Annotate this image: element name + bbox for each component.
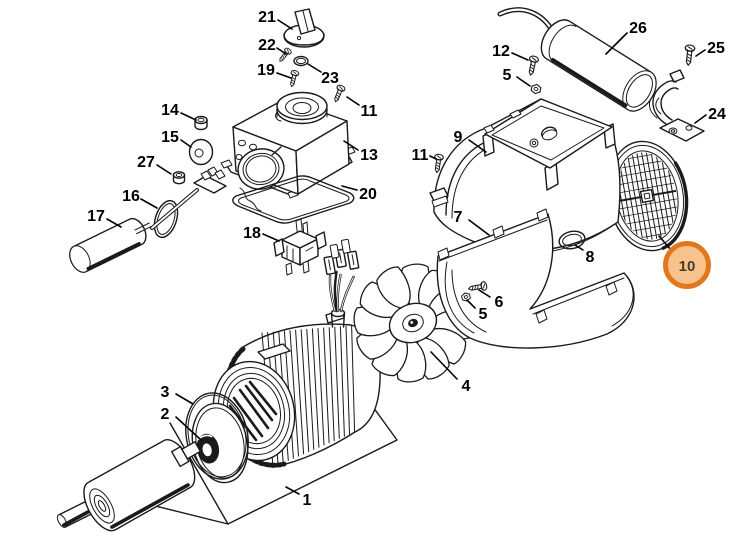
callout-10[interactable]: 10: [679, 258, 696, 275]
callout-17: 17: [87, 208, 122, 228]
svg-text:2: 2: [161, 406, 170, 423]
callout-18: 18: [243, 225, 280, 242]
part-9-upper-housing-shell: [429, 98, 621, 255]
svg-text:6: 6: [495, 294, 504, 311]
callout-15: 15: [161, 129, 192, 148]
part-10-fan-grille: [606, 140, 689, 252]
part-4-fan: [353, 263, 473, 383]
callout-13: 13: [343, 140, 378, 164]
callout-23: 23: [307, 63, 339, 87]
part-3-o-ring-large: [185, 392, 249, 480]
svg-text:11: 11: [412, 147, 429, 164]
svg-text:15: 15: [161, 129, 179, 146]
callouts: 21 22 19 23 11 14 15 27 16 17 13 20 18 1…: [87, 9, 726, 509]
part-17-capacitor: [69, 166, 227, 273]
part-16-ring: [153, 199, 179, 239]
svg-text:16: 16: [122, 188, 140, 205]
svg-text:18: 18: [243, 225, 261, 242]
callout-6: 6: [478, 289, 504, 311]
callout-25: 25: [695, 40, 725, 57]
callout-14: 14: [161, 102, 197, 121]
svg-text:5: 5: [503, 67, 512, 84]
callout-11-left: 11: [346, 96, 378, 120]
callout-9: 9: [454, 129, 487, 153]
callout-21: 21: [258, 9, 293, 30]
callout-8: 8: [574, 244, 595, 266]
svg-text:22: 22: [258, 37, 276, 54]
callout-27: 27: [137, 154, 172, 175]
callout-5-bottom: 5: [466, 299, 488, 323]
callout-12: 12: [492, 43, 529, 61]
svg-text:19: 19: [257, 62, 275, 79]
stator-wire-harness: [323, 238, 360, 328]
svg-text:5: 5: [479, 306, 488, 323]
callout-19: 19: [257, 62, 292, 79]
part-13-switch-housing: [220, 91, 356, 199]
svg-text:20: 20: [359, 186, 377, 203]
svg-text:24: 24: [708, 106, 726, 123]
callout-4: 4: [430, 351, 471, 395]
callout-22: 22: [258, 37, 287, 55]
part-26-capacitor: [497, 7, 657, 112]
svg-text:14: 14: [161, 102, 179, 119]
svg-text:13: 13: [360, 147, 378, 164]
highlight-ring[interactable]: [663, 241, 711, 289]
part-8-o-ring: [558, 230, 586, 250]
callout-24: 24: [694, 106, 726, 124]
svg-text:1: 1: [303, 492, 312, 509]
svg-text:27: 27: [137, 154, 155, 171]
svg-text:25: 25: [707, 40, 725, 57]
svg-text:12: 12: [492, 43, 510, 60]
svg-text:7: 7: [454, 209, 463, 226]
part-27-cap: [172, 171, 186, 185]
svg-text:4: 4: [462, 378, 471, 395]
highlight-badge-part-10[interactable]: 10: [658, 235, 711, 289]
part-23-o-ring-small: [293, 55, 309, 67]
part-20-gasket: [232, 175, 355, 224]
svg-text:21: 21: [258, 9, 276, 26]
svg-text:3: 3: [161, 384, 170, 401]
part-21-knob: [283, 8, 325, 48]
callout-11-right: 11: [412, 147, 437, 164]
callout-20: 20: [341, 185, 377, 203]
callout-1: 1: [285, 486, 312, 509]
callout-3: 3: [161, 384, 194, 405]
svg-text:26: 26: [629, 20, 647, 37]
part-15-grommet: [188, 138, 214, 166]
svg-text:17: 17: [87, 208, 105, 225]
svg-text:8: 8: [586, 249, 595, 266]
callout-16: 16: [122, 188, 158, 209]
svg-text:11: 11: [361, 103, 378, 120]
part-2-bearing-disc: [191, 402, 249, 484]
part-7-lower-housing-shell: [436, 208, 635, 349]
callout-26: 26: [605, 20, 647, 55]
part-24-clamp-strap: [649, 69, 705, 142]
callout-2: 2: [161, 406, 202, 441]
svg-text:9: 9: [454, 129, 463, 146]
callout-7: 7: [454, 209, 490, 236]
callout-5-top: 5: [503, 67, 531, 87]
svg-text:23: 23: [321, 70, 339, 87]
part-1-rotor: [56, 439, 202, 532]
